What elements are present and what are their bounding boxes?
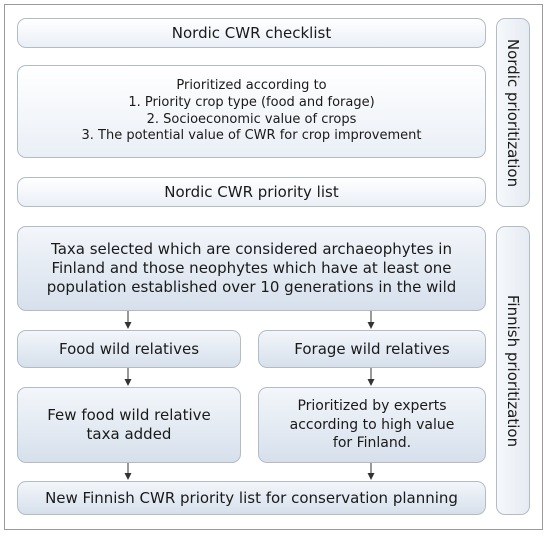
forage-wild-relatives-box: Forage wild relatives xyxy=(258,330,486,368)
prioritized-item: 1. Priority crop type (food and forage) xyxy=(128,94,375,110)
final-priority-list-box: New Finnish CWR priority list for conser… xyxy=(17,481,486,515)
finnish-prioritization-sidebar: Finnish prioritization xyxy=(496,226,530,515)
nordic-priority-list-box: Nordic CWR priority list xyxy=(17,177,486,207)
taxa-selected-line: Taxa selected which are considered archa… xyxy=(51,240,452,259)
taxa-selected-line: Finland and those neophytes which have a… xyxy=(51,259,452,278)
prioritized-item: 2. Socioeconomic value of crops xyxy=(146,111,357,127)
arrow-head-icon xyxy=(367,379,375,386)
prioritized-item: 3. The potential value of CWR for crop i… xyxy=(81,128,422,144)
diagram-frame xyxy=(4,4,543,530)
arrow-head-icon xyxy=(124,322,132,329)
few-food-line: taxa added xyxy=(86,425,172,443)
forage-wild-relatives-text: Forage wild relatives xyxy=(294,339,450,358)
arrow-head-icon xyxy=(367,322,375,329)
arrow-head-icon xyxy=(367,473,375,480)
nordic-prioritization-sidebar: Nordic prioritization xyxy=(496,18,530,207)
taxa-selected-line: population established over 10 generatio… xyxy=(46,277,457,296)
prioritized-experts-line: according to high value xyxy=(289,416,455,433)
final-priority-list-text: New Finnish CWR priority list for conser… xyxy=(45,488,458,507)
nordic-checklist-box: Nordic CWR checklist xyxy=(17,18,486,48)
prioritized-by-experts-box: Prioritized by experts according to high… xyxy=(258,387,486,463)
nordic-priority-list-text: Nordic CWR priority list xyxy=(164,182,339,201)
few-food-line: Few food wild relative xyxy=(47,406,211,425)
prioritized-experts-line: Prioritized by experts xyxy=(297,397,447,414)
food-wild-relatives-box: Food wild relatives xyxy=(17,330,241,368)
taxa-selected-box: Taxa selected which are considered archa… xyxy=(17,226,486,311)
few-food-taxa-box: Few food wild relative taxa added xyxy=(17,387,241,463)
arrow-head-icon xyxy=(124,379,132,386)
food-wild-relatives-text: Food wild relatives xyxy=(58,339,200,358)
prioritized-box: Prioritized according to 1. Priority cro… xyxy=(17,65,486,158)
prioritized-heading: Prioritized according to xyxy=(176,77,327,93)
arrow-head-icon xyxy=(124,473,132,480)
nordic-checklist-text: Nordic CWR checklist xyxy=(171,23,332,42)
prioritized-experts-line: for Finland. xyxy=(332,435,412,452)
